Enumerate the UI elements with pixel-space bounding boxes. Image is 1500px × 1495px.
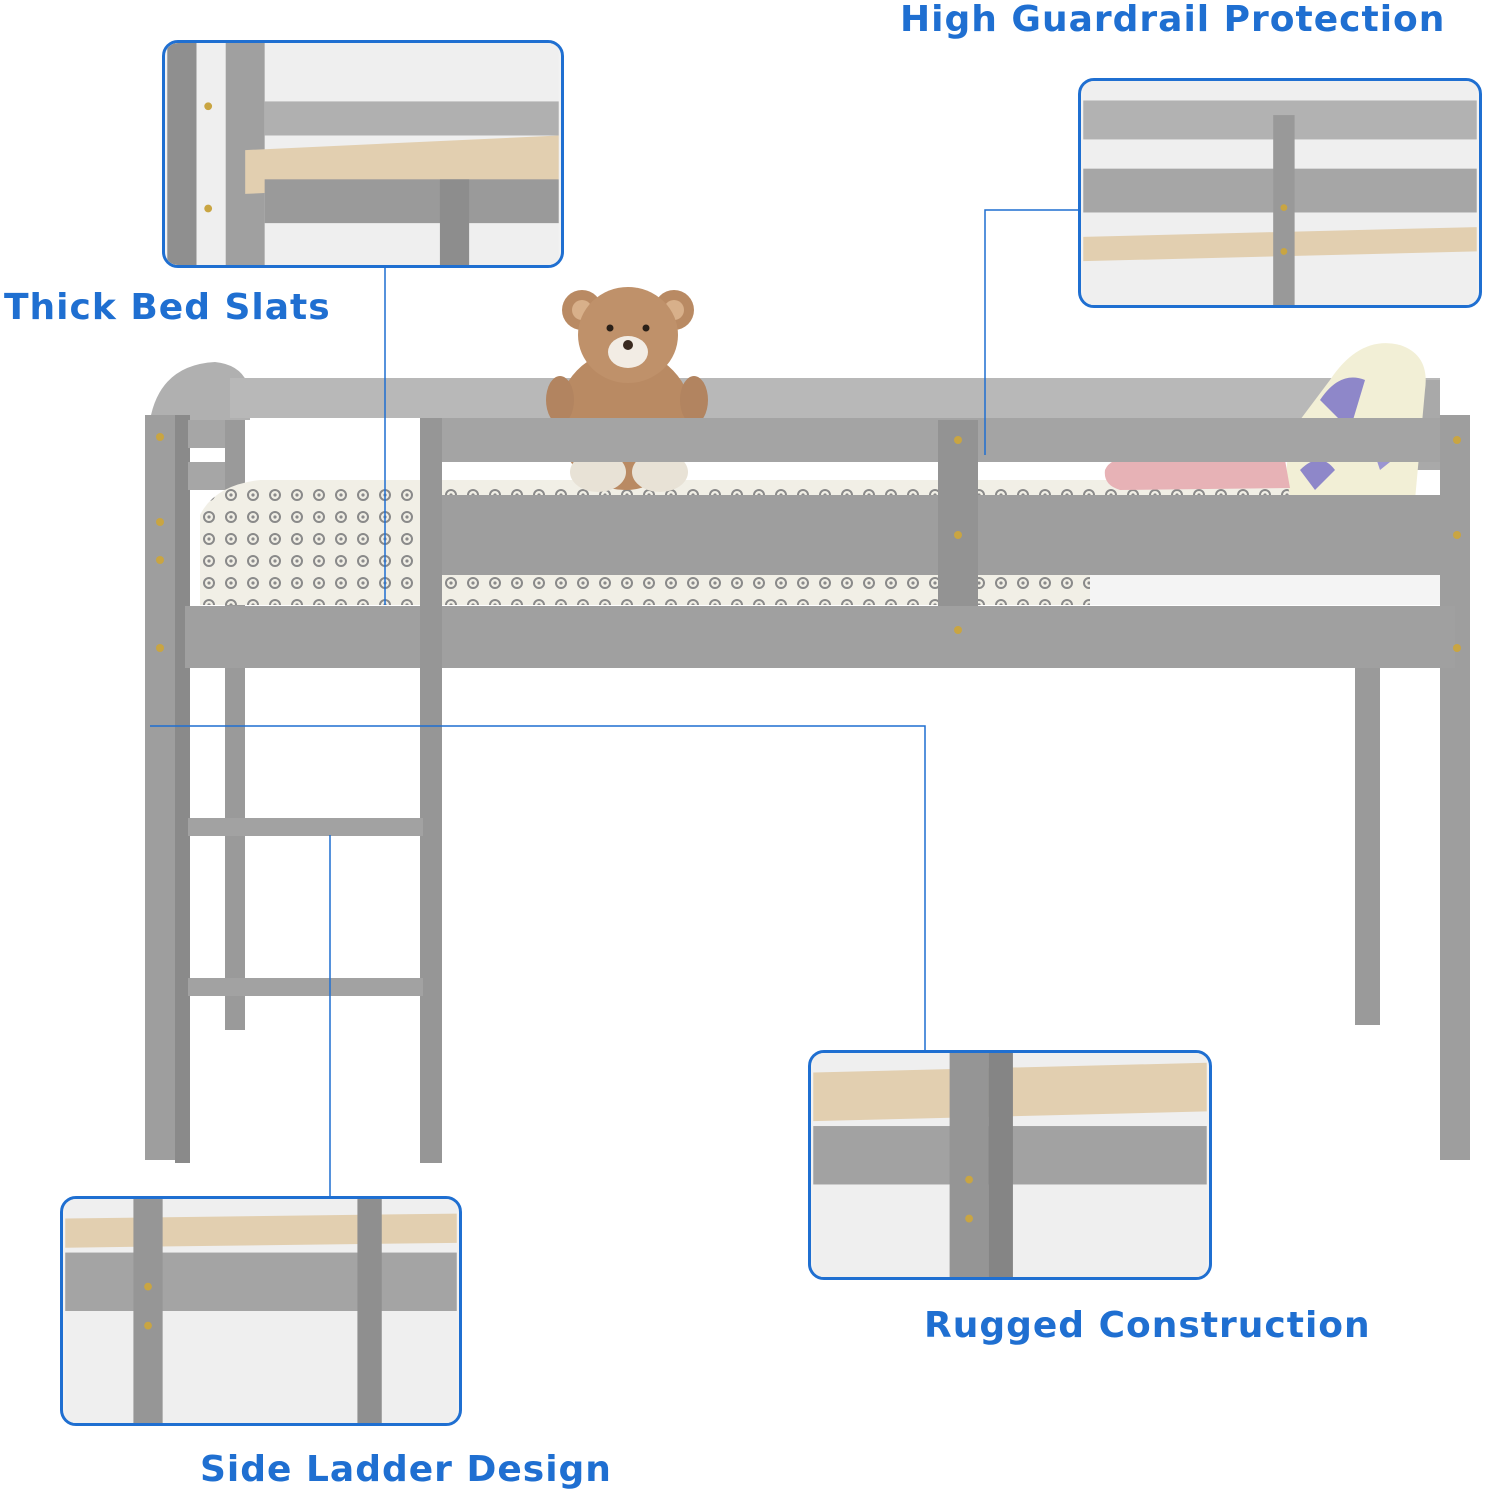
screws <box>156 433 1461 652</box>
back-rail <box>230 378 1440 418</box>
ladder-rung <box>188 978 423 996</box>
construction-label: Rugged Construction <box>924 1305 1371 1346</box>
back-foot-leg <box>1355 665 1380 1025</box>
construction-callout <box>808 1050 1212 1280</box>
callout-lines <box>150 209 1078 1196</box>
ladder-rung <box>188 818 423 836</box>
foot-post <box>1440 415 1470 1160</box>
guardrail-detail-illustration <box>1083 81 1477 305</box>
ladder-rail <box>420 418 442 1163</box>
guardrail-label: High Guardrail Protection <box>900 0 1446 40</box>
ladder-detail-illustration <box>65 1199 457 1423</box>
ladder-label: Side Ladder Design <box>200 1449 612 1490</box>
construction-detail-illustration <box>813 1053 1207 1277</box>
slats-detail-illustration <box>167 43 559 265</box>
ladder-callout <box>60 1196 462 1426</box>
guardrail-callout <box>1078 78 1482 308</box>
headboard-top <box>150 362 250 420</box>
slats-callout <box>162 40 564 268</box>
side-rail <box>185 606 1455 668</box>
head-post-outer <box>145 415 175 1160</box>
slats-label: Thick Bed Slats <box>4 287 331 328</box>
